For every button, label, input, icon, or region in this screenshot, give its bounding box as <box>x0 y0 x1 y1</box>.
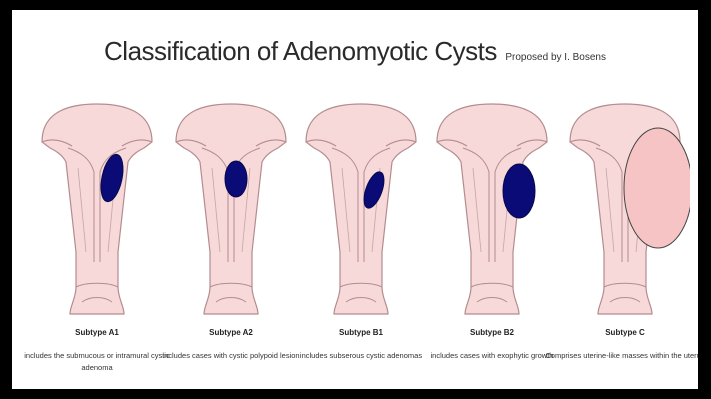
page-subtitle: Proposed by I. Bosens <box>505 52 606 63</box>
subtype-label: Subtype B2 <box>417 328 567 337</box>
uterus-diagram <box>296 102 426 322</box>
subtype-label: Subtype A1 <box>22 328 172 337</box>
uterus-diagram <box>560 102 690 322</box>
uterus-body <box>42 104 152 314</box>
subtype-label: Subtype B1 <box>286 328 436 337</box>
uterus-diagram <box>166 102 296 322</box>
uterus-body <box>176 104 286 314</box>
subtype-label: Subtype C <box>550 328 698 337</box>
subtype-description: Comprises uterine-like masses within the… <box>542 350 698 362</box>
adenomyotic-cyst <box>624 128 690 248</box>
subtype-label: Subtype A2 <box>156 328 306 337</box>
title-row: Classification of Adenomyotic Cysts Prop… <box>12 36 698 67</box>
uterus-diagram <box>427 102 557 322</box>
uterus-body <box>306 104 416 314</box>
uterus-diagram <box>32 102 162 322</box>
adenomyotic-cyst <box>503 164 535 218</box>
slide: Classification of Adenomyotic Cysts Prop… <box>12 10 698 389</box>
adenomyotic-cyst <box>225 161 247 197</box>
page-title: Classification of Adenomyotic Cysts <box>104 36 497 66</box>
